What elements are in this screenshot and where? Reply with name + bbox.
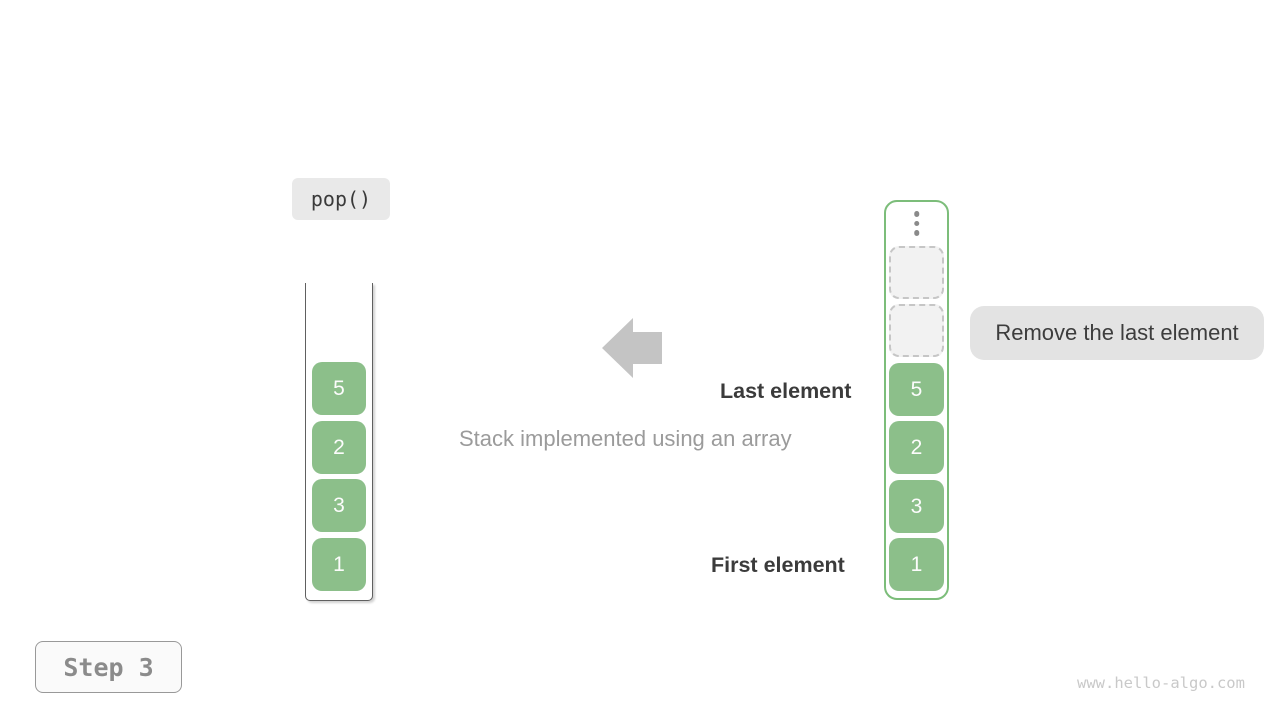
stack-cell: 3 xyxy=(312,479,366,532)
arrow-left-icon xyxy=(602,318,662,378)
pop-operation-label: pop() xyxy=(292,178,390,220)
stack-caption: Stack implemented using an array xyxy=(459,426,792,451)
stack-cell: 1 xyxy=(312,538,366,591)
array-cell: 3 xyxy=(889,480,944,533)
first-element-label: First element xyxy=(711,553,845,577)
array-cell: 2 xyxy=(889,421,944,474)
stack-container: 5 2 3 1 xyxy=(305,283,373,601)
watermark: www.hello-algo.com xyxy=(1077,674,1245,692)
vertical-ellipsis-icon xyxy=(913,211,920,236)
array-cell: 1 xyxy=(889,538,944,591)
remove-last-element-callout: Remove the last element xyxy=(970,306,1264,360)
array-container: 5 2 3 1 xyxy=(884,200,949,600)
stack-cell: 5 xyxy=(312,362,366,415)
array-cell: 5 xyxy=(889,363,944,416)
last-element-label: Last element xyxy=(720,379,852,403)
stack-cell: 2 xyxy=(312,421,366,474)
array-empty-slot xyxy=(889,304,944,357)
array-empty-slot xyxy=(889,246,944,299)
step-badge: Step 3 xyxy=(35,641,182,693)
